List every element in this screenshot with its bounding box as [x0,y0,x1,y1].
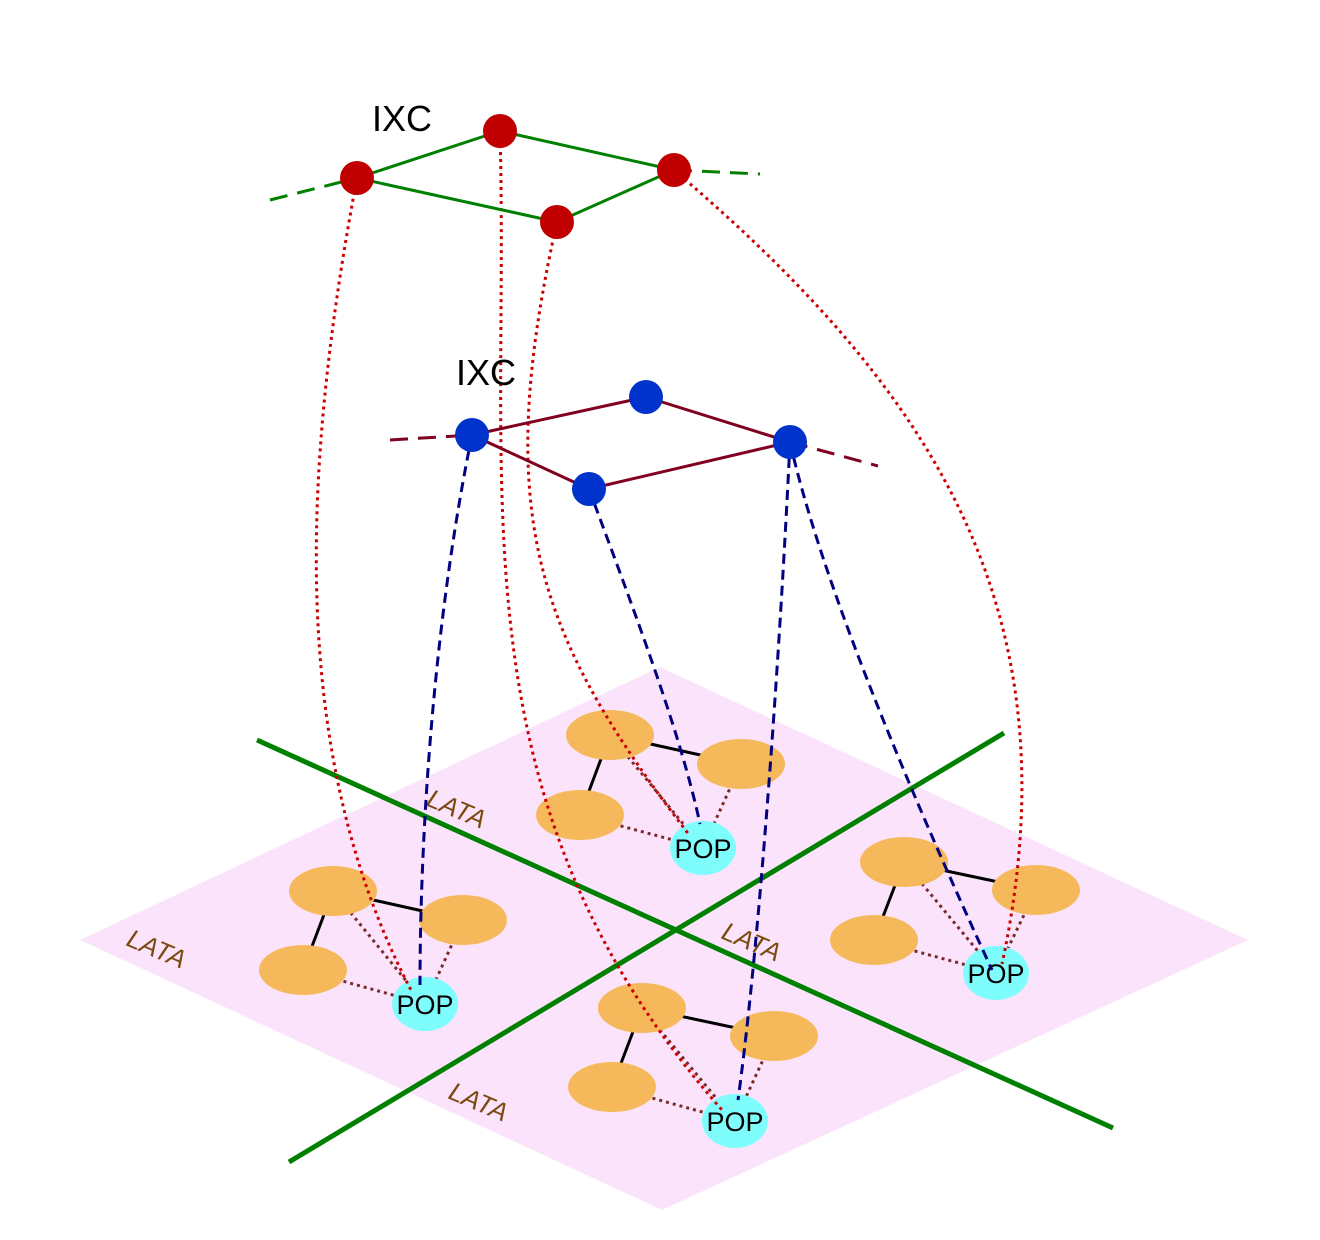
ixc-mid-node [629,380,663,414]
pop-node-top [670,821,736,875]
local-office-node [566,710,654,760]
ixc-top-link [356,176,558,224]
local-office-node [697,739,785,789]
ixc-mid-link [471,433,590,491]
ixc-top-link [556,168,675,224]
lata-cluster-left: POP [259,866,507,1031]
ixc-mid-link [645,395,791,444]
local-office-node [860,837,948,887]
local-office-node [730,1011,818,1061]
ixc-mid-label: IXC [456,352,516,393]
pop-label-bottom: POP [706,1107,763,1137]
pop-label-left: POP [396,990,453,1020]
ixc-top-label: IXC [372,98,432,139]
local-office-node [289,866,377,916]
local-office-node [419,895,507,945]
blue-dashed-link [788,441,994,971]
ixc-mid-node [572,472,606,506]
pop-node-left [392,977,458,1031]
ixc-mid-link [588,440,791,491]
ixc-top-node [657,153,691,187]
local-office-node [536,790,624,840]
ixc-top-node [340,161,374,195]
local-office-node [598,983,686,1033]
pop-label-top: POP [674,834,731,864]
blue-dashed-link [736,441,792,1101]
top-ixc-to-pop-links [314,130,1024,1111]
local-office-node [992,865,1080,915]
ixc-top-link [356,129,501,180]
ixc-mid-link [471,395,647,437]
ixc-mid-node [773,425,807,459]
ixc-top-node [483,114,517,148]
lata-cluster-right: POP [830,837,1080,1000]
ixc-top-node [540,205,574,239]
blue-dashed-link [418,434,474,986]
pop-node-right [963,946,1029,1000]
red-dotted-link [498,130,724,1111]
mid-ixc-to-pop-links [418,434,994,1101]
lata-cluster-top: POP [536,710,785,875]
local-office-node [830,915,918,965]
lata-boundary-line-1 [255,737,1115,1131]
lata-boundary-line-2 [287,730,1006,1165]
local-office-node [259,945,347,995]
blue-dashed-link [587,488,702,825]
ixc-network-top: IXC [269,98,761,239]
red-dotted-link [314,177,414,993]
ixc-network-mid: IXC [389,352,879,506]
pop-node-bottom [702,1094,768,1148]
ixc-top-link [499,129,675,172]
ixc-mid-node [455,418,489,452]
pop-label-right: POP [967,959,1024,989]
lata-cluster-bottom: POP [568,983,818,1148]
ixc-top-stub-left [269,176,358,202]
local-office-node [568,1062,656,1112]
